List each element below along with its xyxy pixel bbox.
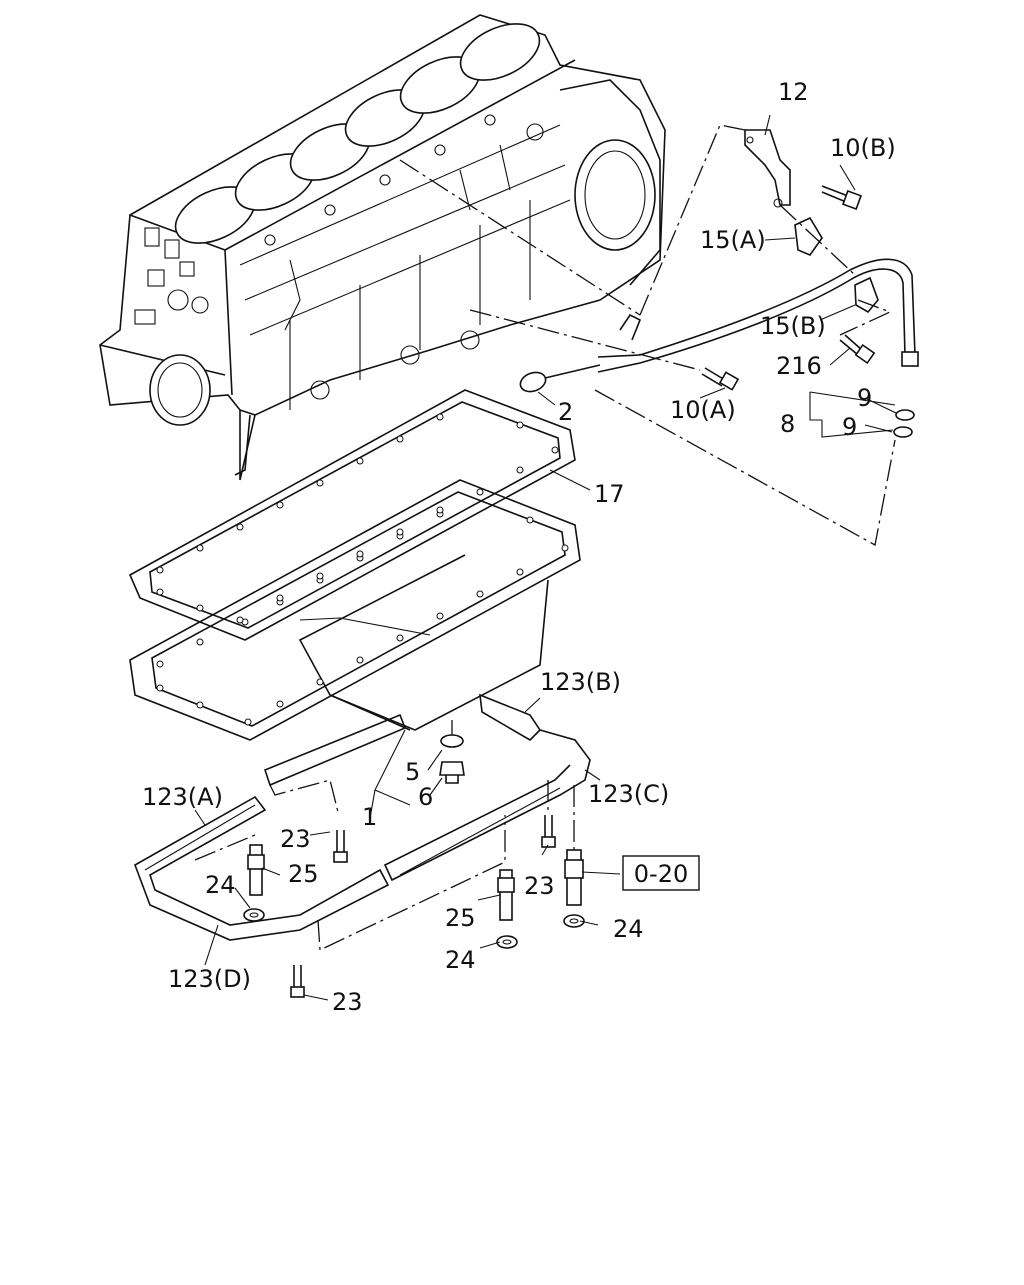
callout-2: 2	[558, 398, 573, 426]
stiffener-plates	[134, 693, 591, 941]
reference-box-frame	[622, 855, 700, 891]
callout-15b: 15(B)	[760, 312, 826, 340]
callout-10b: 10(B)	[830, 134, 896, 162]
oil-pan	[129, 479, 581, 784]
callout-1: 1	[362, 803, 377, 831]
callout-123c: 123(C)	[588, 780, 669, 808]
callout-9-lower: 9	[842, 413, 857, 441]
fasteners	[243, 815, 585, 998]
reference-box: 0-20	[622, 855, 700, 891]
callout-17: 17	[594, 480, 625, 508]
callout-23-left: 23	[280, 825, 311, 853]
callout-5: 5	[405, 758, 420, 786]
assembly-lines	[194, 124, 896, 951]
callout-23-right: 23	[524, 872, 555, 900]
leader-lines	[194, 114, 897, 1001]
gasket	[128, 389, 576, 641]
engine-block	[99, 14, 666, 481]
callout-8: 8	[780, 410, 795, 438]
callout-216: 216	[776, 352, 822, 380]
callout-10a: 10(A)	[670, 396, 736, 424]
callout-12: 12	[778, 78, 809, 106]
callout-25-left: 25	[288, 860, 319, 888]
gasket-holes	[156, 413, 559, 626]
reference-box-label: 0-20	[634, 860, 688, 888]
callout-24-center: 24	[445, 946, 476, 974]
callout-labels: 12 10(B) 15(A) 15(B) 216 9 8 9 10(A) 2 1…	[142, 78, 896, 1016]
callout-123b: 123(B)	[540, 668, 621, 696]
callout-15a: 15(A)	[700, 226, 766, 254]
callout-123d: 123(D)	[168, 965, 251, 993]
callout-23-bottom: 23	[332, 988, 363, 1016]
callout-24-left: 24	[205, 871, 236, 899]
callout-9-upper: 9	[857, 384, 872, 412]
dipstick-assembly	[519, 129, 919, 438]
callout-6: 6	[418, 783, 433, 811]
callout-25-center: 25	[445, 904, 476, 932]
callout-24-right: 24	[613, 915, 644, 943]
callout-123a: 123(A)	[142, 783, 223, 811]
oil-pan-holes	[156, 506, 569, 726]
